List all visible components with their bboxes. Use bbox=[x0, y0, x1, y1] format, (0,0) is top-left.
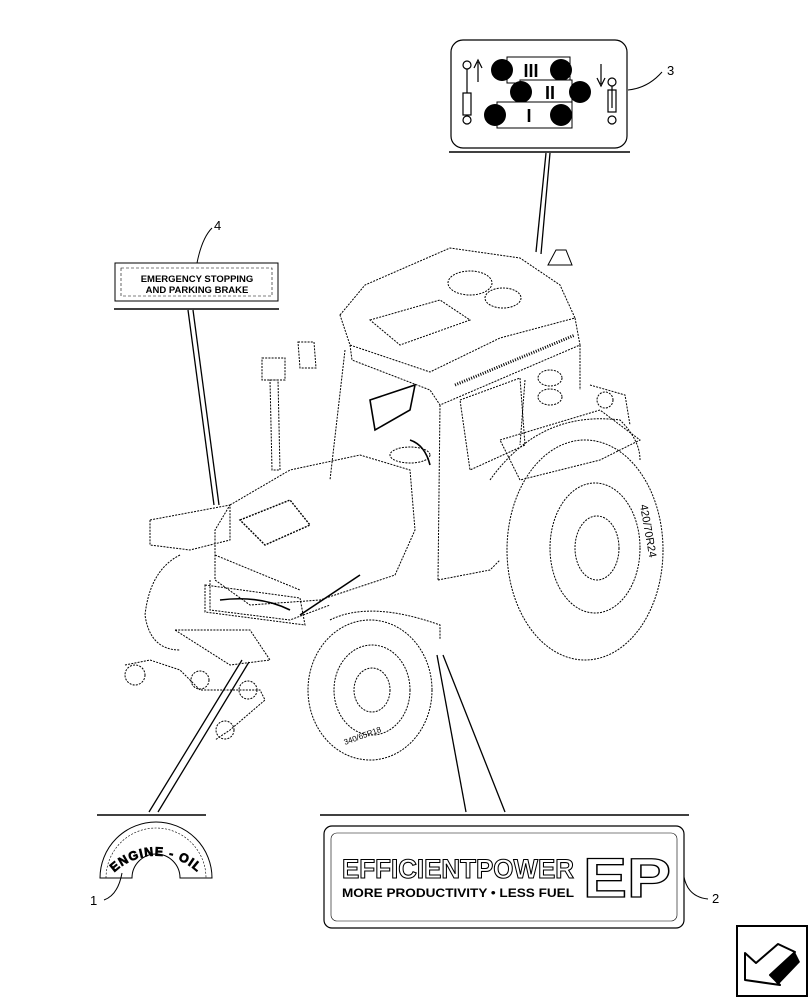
callout-2-leaders bbox=[320, 654, 689, 816]
callout-2-label: 2 bbox=[712, 891, 719, 906]
efficient-power-logo: EFFICIENTPOWER bbox=[342, 854, 574, 884]
tyre-marking-rear: 420/70R24 bbox=[637, 503, 658, 558]
callout-4: 4 bbox=[196, 218, 221, 264]
callout-4-label: 4 bbox=[214, 218, 221, 233]
next-page-arrow-icon[interactable] bbox=[736, 925, 808, 997]
lever-up-icon bbox=[462, 58, 483, 125]
gear-row-2-label: II bbox=[545, 83, 555, 103]
efficient-power-decal: EFFICIENTPOWER EP MORE PRODUCTIVITY • LE… bbox=[323, 825, 685, 929]
lever-down-icon bbox=[596, 64, 617, 125]
callout-2: 2 bbox=[683, 876, 719, 906]
efficient-power-tagline: MORE PRODUCTIVITY • LESS FUEL bbox=[342, 888, 574, 900]
callout-1-leaders bbox=[97, 659, 250, 816]
callout-3-label: 3 bbox=[667, 63, 674, 78]
callout-1: 1 bbox=[90, 872, 123, 908]
callout-1-label: 1 bbox=[90, 893, 97, 908]
callout-3: 3 bbox=[627, 63, 674, 91]
emergency-decal-line2: AND PARKING BRAKE bbox=[146, 285, 249, 296]
tyre-marking-front: 340/65R18 bbox=[343, 725, 383, 747]
gear-row-1-label: I bbox=[526, 106, 531, 126]
tractor-illustration bbox=[124, 247, 664, 761]
gear-row-3-label: III bbox=[523, 61, 538, 81]
gear-range-decal: III II I bbox=[449, 39, 630, 153]
emergency-brake-decal: EMERGENCY STOPPING AND PARKING BRAKE bbox=[114, 262, 279, 310]
efficient-power-badge: EP bbox=[583, 846, 671, 909]
tractor-accent-lines bbox=[219, 383, 431, 616]
engine-oil-decal: ENGINE - OIL bbox=[99, 821, 213, 879]
emergency-decal-line1: EMERGENCY STOPPING bbox=[141, 274, 254, 285]
